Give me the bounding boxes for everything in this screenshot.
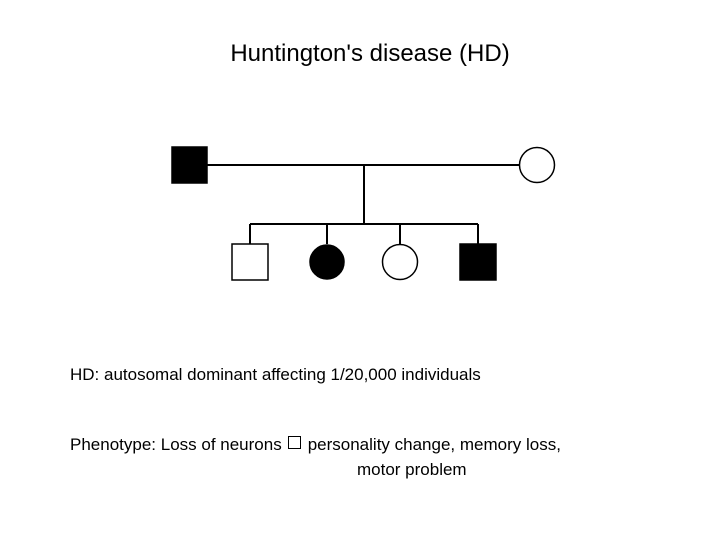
arrow-placeholder-box-icon	[287, 436, 301, 449]
phenotype-result-line2: motor problem	[357, 460, 467, 479]
son-unaffected-male-symbol	[231, 243, 269, 281]
father-affected-male-symbol	[171, 146, 208, 184]
mother-unaffected-female-symbol	[518, 146, 556, 184]
phenotype-result-line1: personality change, memory loss,	[307, 435, 561, 454]
phenotype-prefix: Phenotype: Loss of neurons	[70, 435, 282, 454]
daughter-unaffected-female-symbol	[381, 243, 419, 281]
daughter-affected-female-symbol	[309, 244, 345, 280]
hd-inheritance-note: HD: autosomal dominant affecting 1/20,00…	[70, 365, 481, 384]
phenotype-note: Phenotype: Loss of neurons personality ch…	[70, 433, 561, 457]
son-affected-male-symbol	[459, 243, 497, 281]
diagram-title: Huntington's disease (HD)	[230, 40, 510, 67]
